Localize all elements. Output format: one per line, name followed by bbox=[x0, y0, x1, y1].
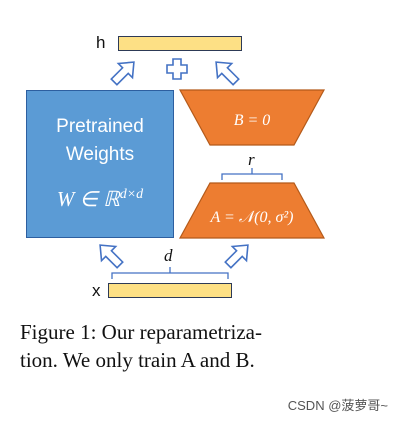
pretrained-title-line2: Weights bbox=[65, 144, 135, 165]
arrow-up-left-bottom bbox=[99, 244, 124, 269]
formula-exponent: d×d bbox=[119, 187, 144, 202]
formula-base: W ∈ ℝ bbox=[56, 187, 120, 211]
pretrained-formula: W ∈ ℝd×d bbox=[27, 187, 173, 212]
arrow-up-right-bottom bbox=[224, 244, 249, 269]
dim-brace bbox=[111, 267, 229, 279]
plus-sign bbox=[166, 58, 188, 80]
matrix-a-label: A = 𝒩(0, σ²) bbox=[210, 209, 294, 226]
output-label: h bbox=[96, 33, 106, 52]
pretrained-title-line1: Pretrained bbox=[56, 116, 144, 137]
watermark: CSDN @菠萝哥~ bbox=[287, 398, 388, 413]
rank-label: r bbox=[248, 150, 255, 169]
lora-diagram: h Pretrained Weights W ∈ ℝd×d bbox=[26, 33, 326, 300]
arrow-up-right-top bbox=[110, 61, 135, 86]
pretrained-weights-block: Pretrained Weights W ∈ ℝd×d bbox=[26, 90, 174, 238]
caption-line2: tion. We only train A and B. bbox=[20, 348, 255, 372]
caption-line1: Figure 1: Our reparametriza- bbox=[20, 320, 262, 344]
diagram-shapes bbox=[99, 58, 326, 279]
input-vector-x bbox=[108, 283, 232, 298]
matrix-b-trapezoid bbox=[178, 89, 326, 146]
input-label: x bbox=[92, 281, 101, 300]
rank-brace bbox=[221, 168, 283, 180]
pretrained-title: Pretrained Weights bbox=[27, 113, 173, 169]
output-vector-h bbox=[118, 36, 242, 51]
matrix-b-label: B = 0 bbox=[233, 112, 271, 129]
figure-caption: Figure 1: Our reparametriza- tion. We on… bbox=[20, 318, 390, 374]
dim-label: d bbox=[164, 246, 173, 265]
matrix-a-trapezoid bbox=[178, 182, 326, 239]
arrow-up-left-top bbox=[215, 61, 240, 86]
